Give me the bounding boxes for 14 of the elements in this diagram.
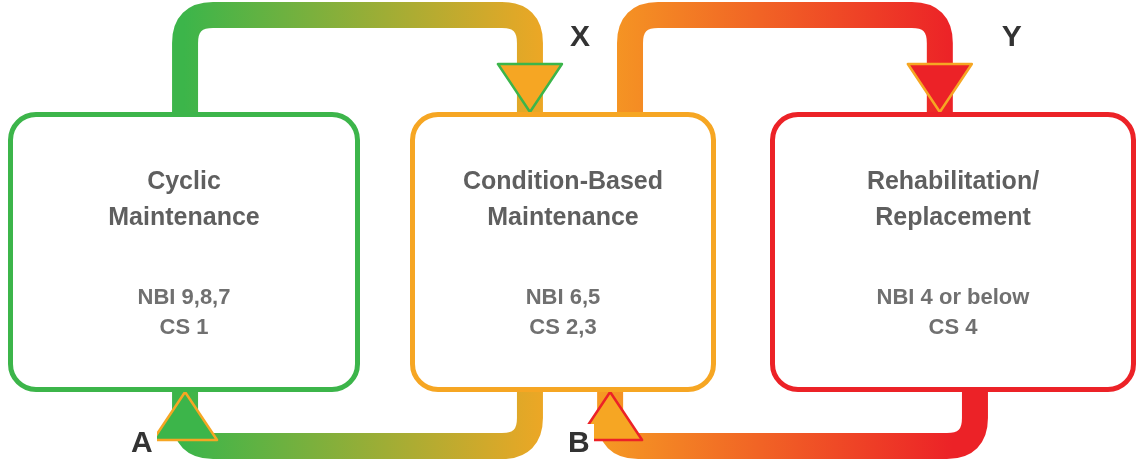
box-title: Condition-Based Maintenance: [462, 165, 664, 232]
process-box: [8, 112, 360, 392]
box-details: NBI 9,8,7: [137, 283, 231, 311]
box-details: CS 2,3: [529, 313, 597, 341]
box-title: Rehabilitation/ Replacement: [865, 165, 1041, 232]
box-details: NBI 6,5: [525, 283, 601, 311]
process-box: [770, 112, 1136, 392]
arrow: [617, 2, 974, 114]
box-details: CS 1: [159, 313, 209, 341]
process-box: [410, 112, 716, 392]
box-details: CS 4: [928, 313, 978, 341]
box-title: Cyclic Maintenance: [107, 165, 261, 232]
box-details: NBI 4 or below: [876, 283, 1030, 311]
arrow: [172, 2, 564, 114]
